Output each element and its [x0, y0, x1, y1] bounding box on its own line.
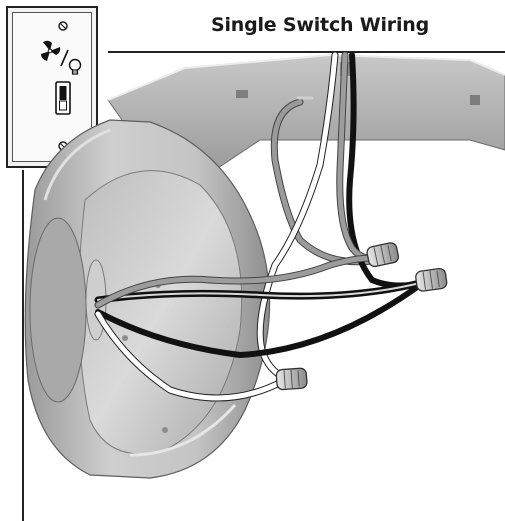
fan-white-wire [94, 310, 289, 402]
switch-toggle [55, 81, 71, 115]
wires [94, 51, 428, 402]
fan-icon [41, 40, 61, 61]
wire-nut-icon [275, 367, 308, 391]
ground-wire [270, 96, 382, 266]
wire-nut-icon [366, 242, 400, 268]
diagram-title: Single Switch Wiring [210, 14, 430, 36]
fan-stripe-wire [94, 279, 424, 304]
left-border-line [22, 170, 24, 521]
fan-ground-wire [94, 254, 376, 309]
fan-housing [24, 119, 271, 479]
wire-nut-icon [415, 267, 448, 292]
icon-divider [60, 49, 69, 67]
supply-black-wire [346, 52, 428, 289]
fan-black-wire [95, 282, 423, 359]
plate-screw-top [58, 21, 68, 31]
title-underline [108, 51, 505, 53]
wall-switch-icon [41, 21, 82, 151]
supply-ground-wire [336, 51, 374, 262]
light-bulb-icon [68, 58, 82, 75]
